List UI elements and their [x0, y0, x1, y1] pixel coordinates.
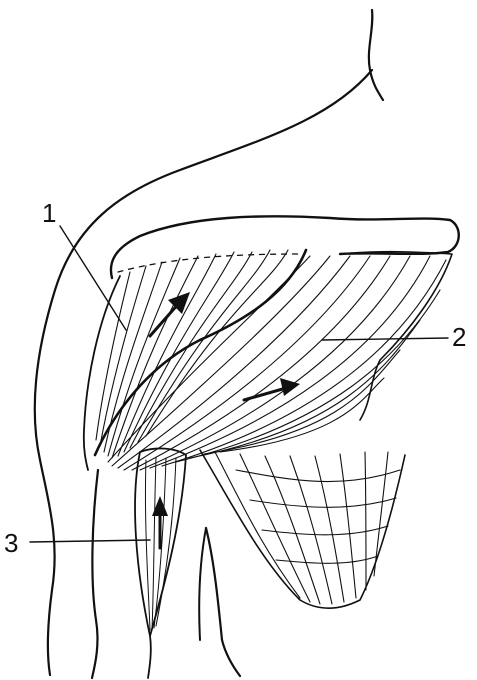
lower-fan-fibres — [215, 452, 400, 604]
label-1: 1 — [42, 198, 56, 228]
muscle-1-inner-edge — [95, 250, 306, 455]
label-2: 2 — [452, 322, 466, 352]
clavicle-outline — [111, 216, 459, 278]
neck-contour — [369, 10, 383, 100]
muscle-2-outline — [340, 252, 452, 420]
lower-fan-outline — [200, 450, 405, 608]
armpit-fold-inner — [199, 528, 206, 640]
leader-line-2 — [322, 338, 448, 340]
leader-line-3 — [30, 540, 150, 542]
leader-line-1 — [60, 226, 126, 330]
shoulder-outline — [35, 70, 372, 675]
label-3: 3 — [4, 528, 18, 558]
arrow-right-muscle-2 — [244, 378, 300, 400]
armpit-fold — [206, 528, 240, 676]
arm-outline — [92, 470, 98, 678]
